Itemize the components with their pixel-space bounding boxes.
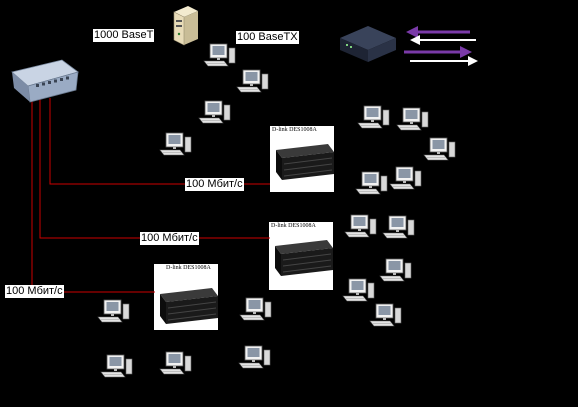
link-speed-label-3: 100 Мбит/с [5, 285, 64, 298]
cable-to-switch-2 [39, 98, 270, 239]
data-flow-arrows [404, 26, 478, 66]
gigabit-label: 1000 BaseT [93, 29, 155, 42]
computer-icon [423, 137, 456, 161]
fast-ethernet-label: 100 BaseTX [236, 31, 299, 44]
switch-icon [275, 143, 335, 181]
arrow-right-purple [404, 46, 472, 58]
computer-icon [198, 100, 231, 124]
switch-3-label: D-link DES1008A [166, 265, 211, 271]
computer-icon [379, 258, 412, 282]
computer-icon [97, 299, 130, 323]
computer-icon [239, 297, 272, 321]
link-speed-label-2: 100 Мбит/с [140, 232, 199, 245]
arrow-left-white [410, 35, 476, 45]
cables [31, 98, 270, 293]
computer-icon [159, 132, 192, 156]
computer-icon [389, 166, 422, 190]
computer-icon [369, 303, 402, 327]
computer-icon [203, 43, 236, 67]
switch-1-label: D-link DES1008A [272, 127, 317, 133]
cable-to-switch-1 [49, 98, 270, 185]
computer-icon [100, 354, 133, 378]
router-icon [11, 59, 79, 103]
switch-icon [159, 287, 219, 325]
computers [97, 43, 456, 378]
switch-2-label: D-link DES1008A [271, 223, 316, 229]
computer-icon [344, 214, 377, 238]
arrow-left-purple [406, 26, 470, 38]
computer-icon [357, 105, 390, 129]
modem-icon [340, 26, 396, 62]
computer-icon [159, 351, 192, 375]
computer-icon [236, 69, 269, 93]
computer-icon [355, 171, 388, 195]
arrow-right-white [410, 56, 478, 66]
switch-icon [274, 239, 334, 277]
link-speed-label-1: 100 Мбит/с [185, 178, 244, 191]
computer-icon [396, 107, 429, 131]
computer-icon [382, 215, 415, 239]
computer-icon [342, 278, 375, 302]
computer-icon [238, 345, 271, 369]
server-icon [173, 6, 198, 46]
